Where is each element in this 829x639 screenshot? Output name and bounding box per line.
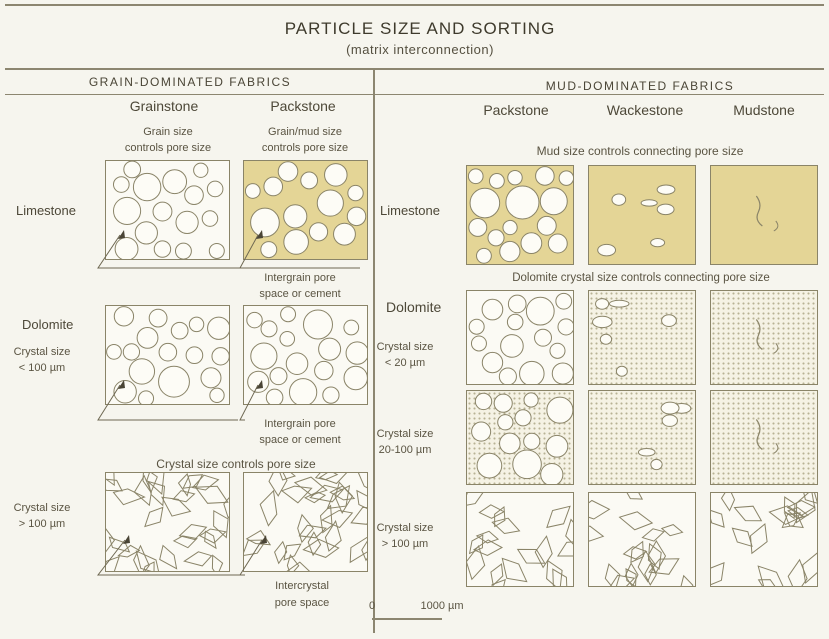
mud-packstone-limestone-panel [466,165,574,265]
mud-packstone-medium-dolomite-panel [466,390,574,485]
mudstone-fine-dolomite-panel [710,290,818,385]
wackestone-fine-dolomite-panel [588,290,696,385]
mudstone-limestone-panel [710,165,818,265]
mud-packstone-coarse-dolomite-panel [466,492,574,587]
mudstone-coarse-dolomite-panel [710,492,818,587]
mud-packstone-fine-dolomite-panel [466,290,574,385]
wackestone-coarse-dolomite-panel [588,492,696,587]
mudstone-medium-dolomite-panel [710,390,818,485]
wackestone-limestone-panel [588,165,696,265]
wackestone-medium-dolomite-panel [588,390,696,485]
